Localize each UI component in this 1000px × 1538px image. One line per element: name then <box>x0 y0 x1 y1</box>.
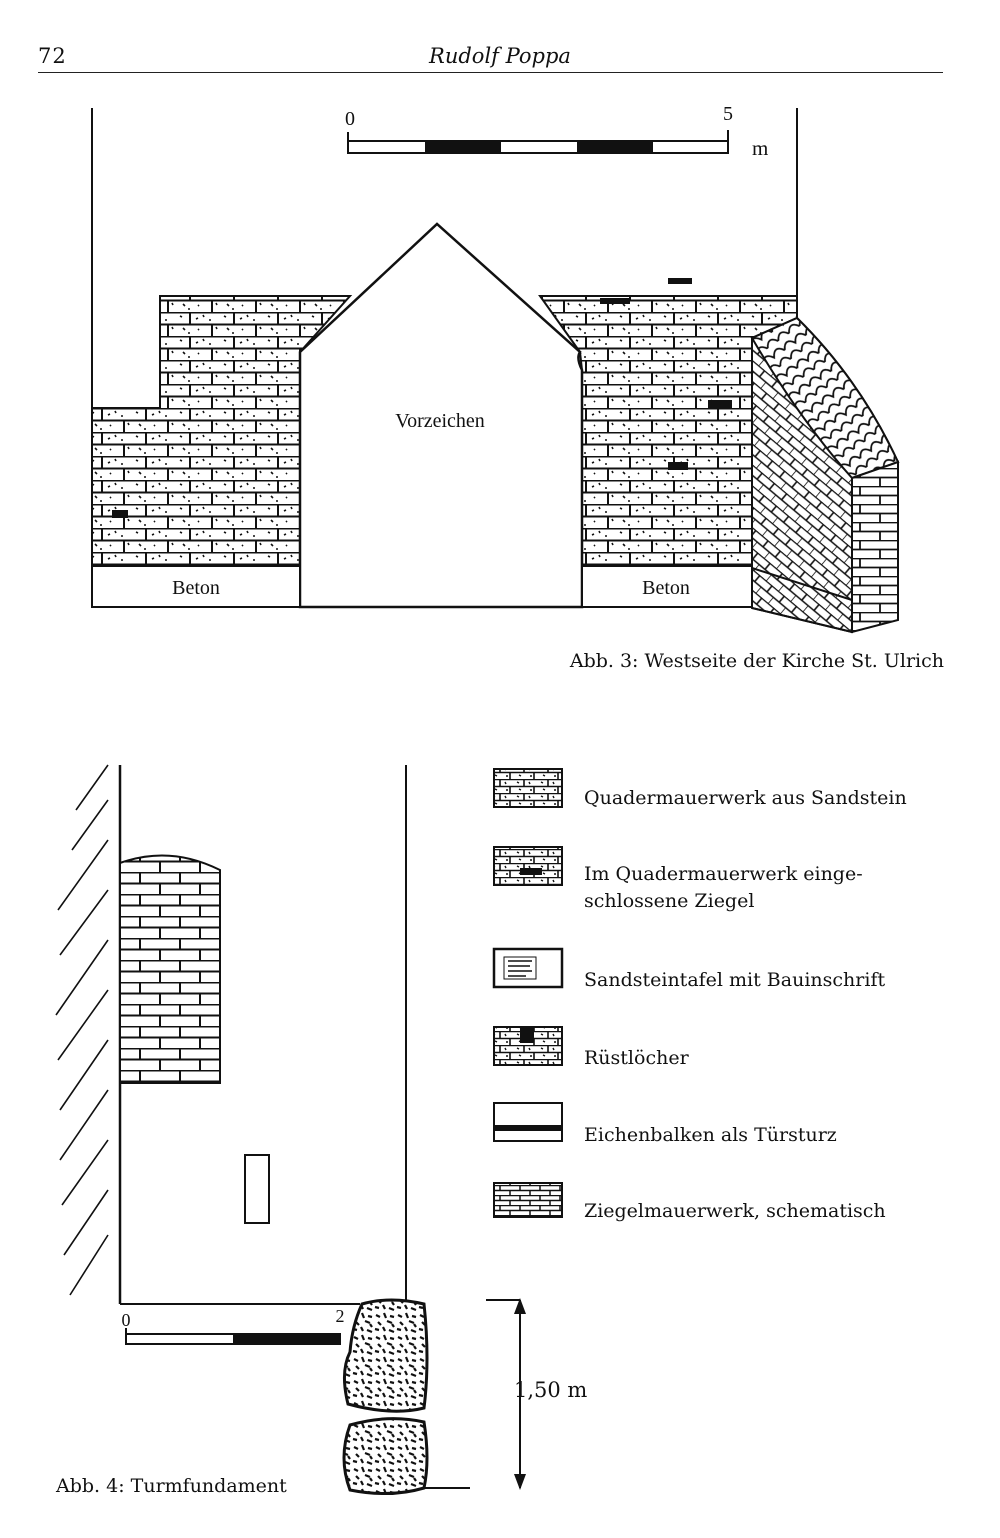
legend-label-embedded-brick: Im Quadermauerwerk einge- schlossene Zie… <box>584 863 863 912</box>
buttress-base <box>751 567 853 633</box>
foundation-stone-lower <box>342 1417 429 1496</box>
fig4-scale-bar <box>125 1328 341 1345</box>
fig3-scale-unit: m <box>752 136 768 160</box>
hatched-wall-section <box>55 764 109 1296</box>
figure-4-caption: Abb. 4: Turmfundament <box>56 1475 287 1497</box>
legend: Quadermauerwerk aus Sandstein Im Quaderm… <box>490 765 960 1235</box>
height-label: 1,50 m <box>514 1378 588 1402</box>
fig4-scale-start: 0 <box>122 1310 131 1330</box>
legend-symbols <box>492 768 564 1218</box>
dimension-arrow-right-part <box>486 1298 526 1490</box>
porch-label: Vorzeichen <box>395 410 485 432</box>
window-slot <box>244 1154 270 1224</box>
legend-label-ashlar-masonry: Quadermauerwerk aus Sandstein <box>584 787 907 809</box>
fig4-scale-end: 2 <box>336 1306 345 1326</box>
fig3-scale-start: 0 <box>345 108 355 130</box>
legend-symbol-oak-beam <box>493 1102 563 1142</box>
arched-brick-opening <box>119 854 221 1084</box>
concrete-base-right <box>581 565 753 608</box>
concrete-base-left <box>91 565 301 608</box>
legend-label-scaffold-holes: Rüstlöcher <box>584 1047 689 1069</box>
header-rule <box>38 72 943 73</box>
legend-symbol-ashlar-masonry <box>493 768 563 808</box>
figure-3-caption: Abb. 3: Westseite der Kirche St. Ulrich <box>569 650 944 672</box>
buttress-side-face <box>851 460 899 634</box>
concrete-label-right: Beton <box>642 577 690 599</box>
concrete-label-left: Beton <box>172 577 220 599</box>
legend-label-inscription-tablet: Sandsteintafel mit Bauinschrift <box>584 969 886 991</box>
embedded-bricks-dashes <box>112 278 732 518</box>
legend-symbol-embedded-brick <box>493 846 563 886</box>
fig3-scale-end: 5 <box>723 103 733 125</box>
running-head-author: Rudolf Poppa <box>429 44 571 68</box>
legend-label-oak-beam: Eichenbalken als Türsturz <box>584 1124 837 1146</box>
porch-outline <box>298 222 584 609</box>
figure-3-west-facade-drawing: 0 5 m Vorzeichen Beton Beton <box>91 103 900 634</box>
page-number: 72 <box>38 44 67 68</box>
foundation-stone-upper <box>343 1298 429 1413</box>
legend-symbol-scaffold-holes <box>493 1026 563 1066</box>
fig3-scale-bar <box>347 130 729 154</box>
legend-symbol-brick-schematic <box>493 1182 563 1218</box>
figure-4-tower-foundation-drawing: 0 2 <box>55 764 470 1496</box>
legend-label-brick-schematic: Ziegelmauerwerk, schematisch <box>584 1200 886 1222</box>
